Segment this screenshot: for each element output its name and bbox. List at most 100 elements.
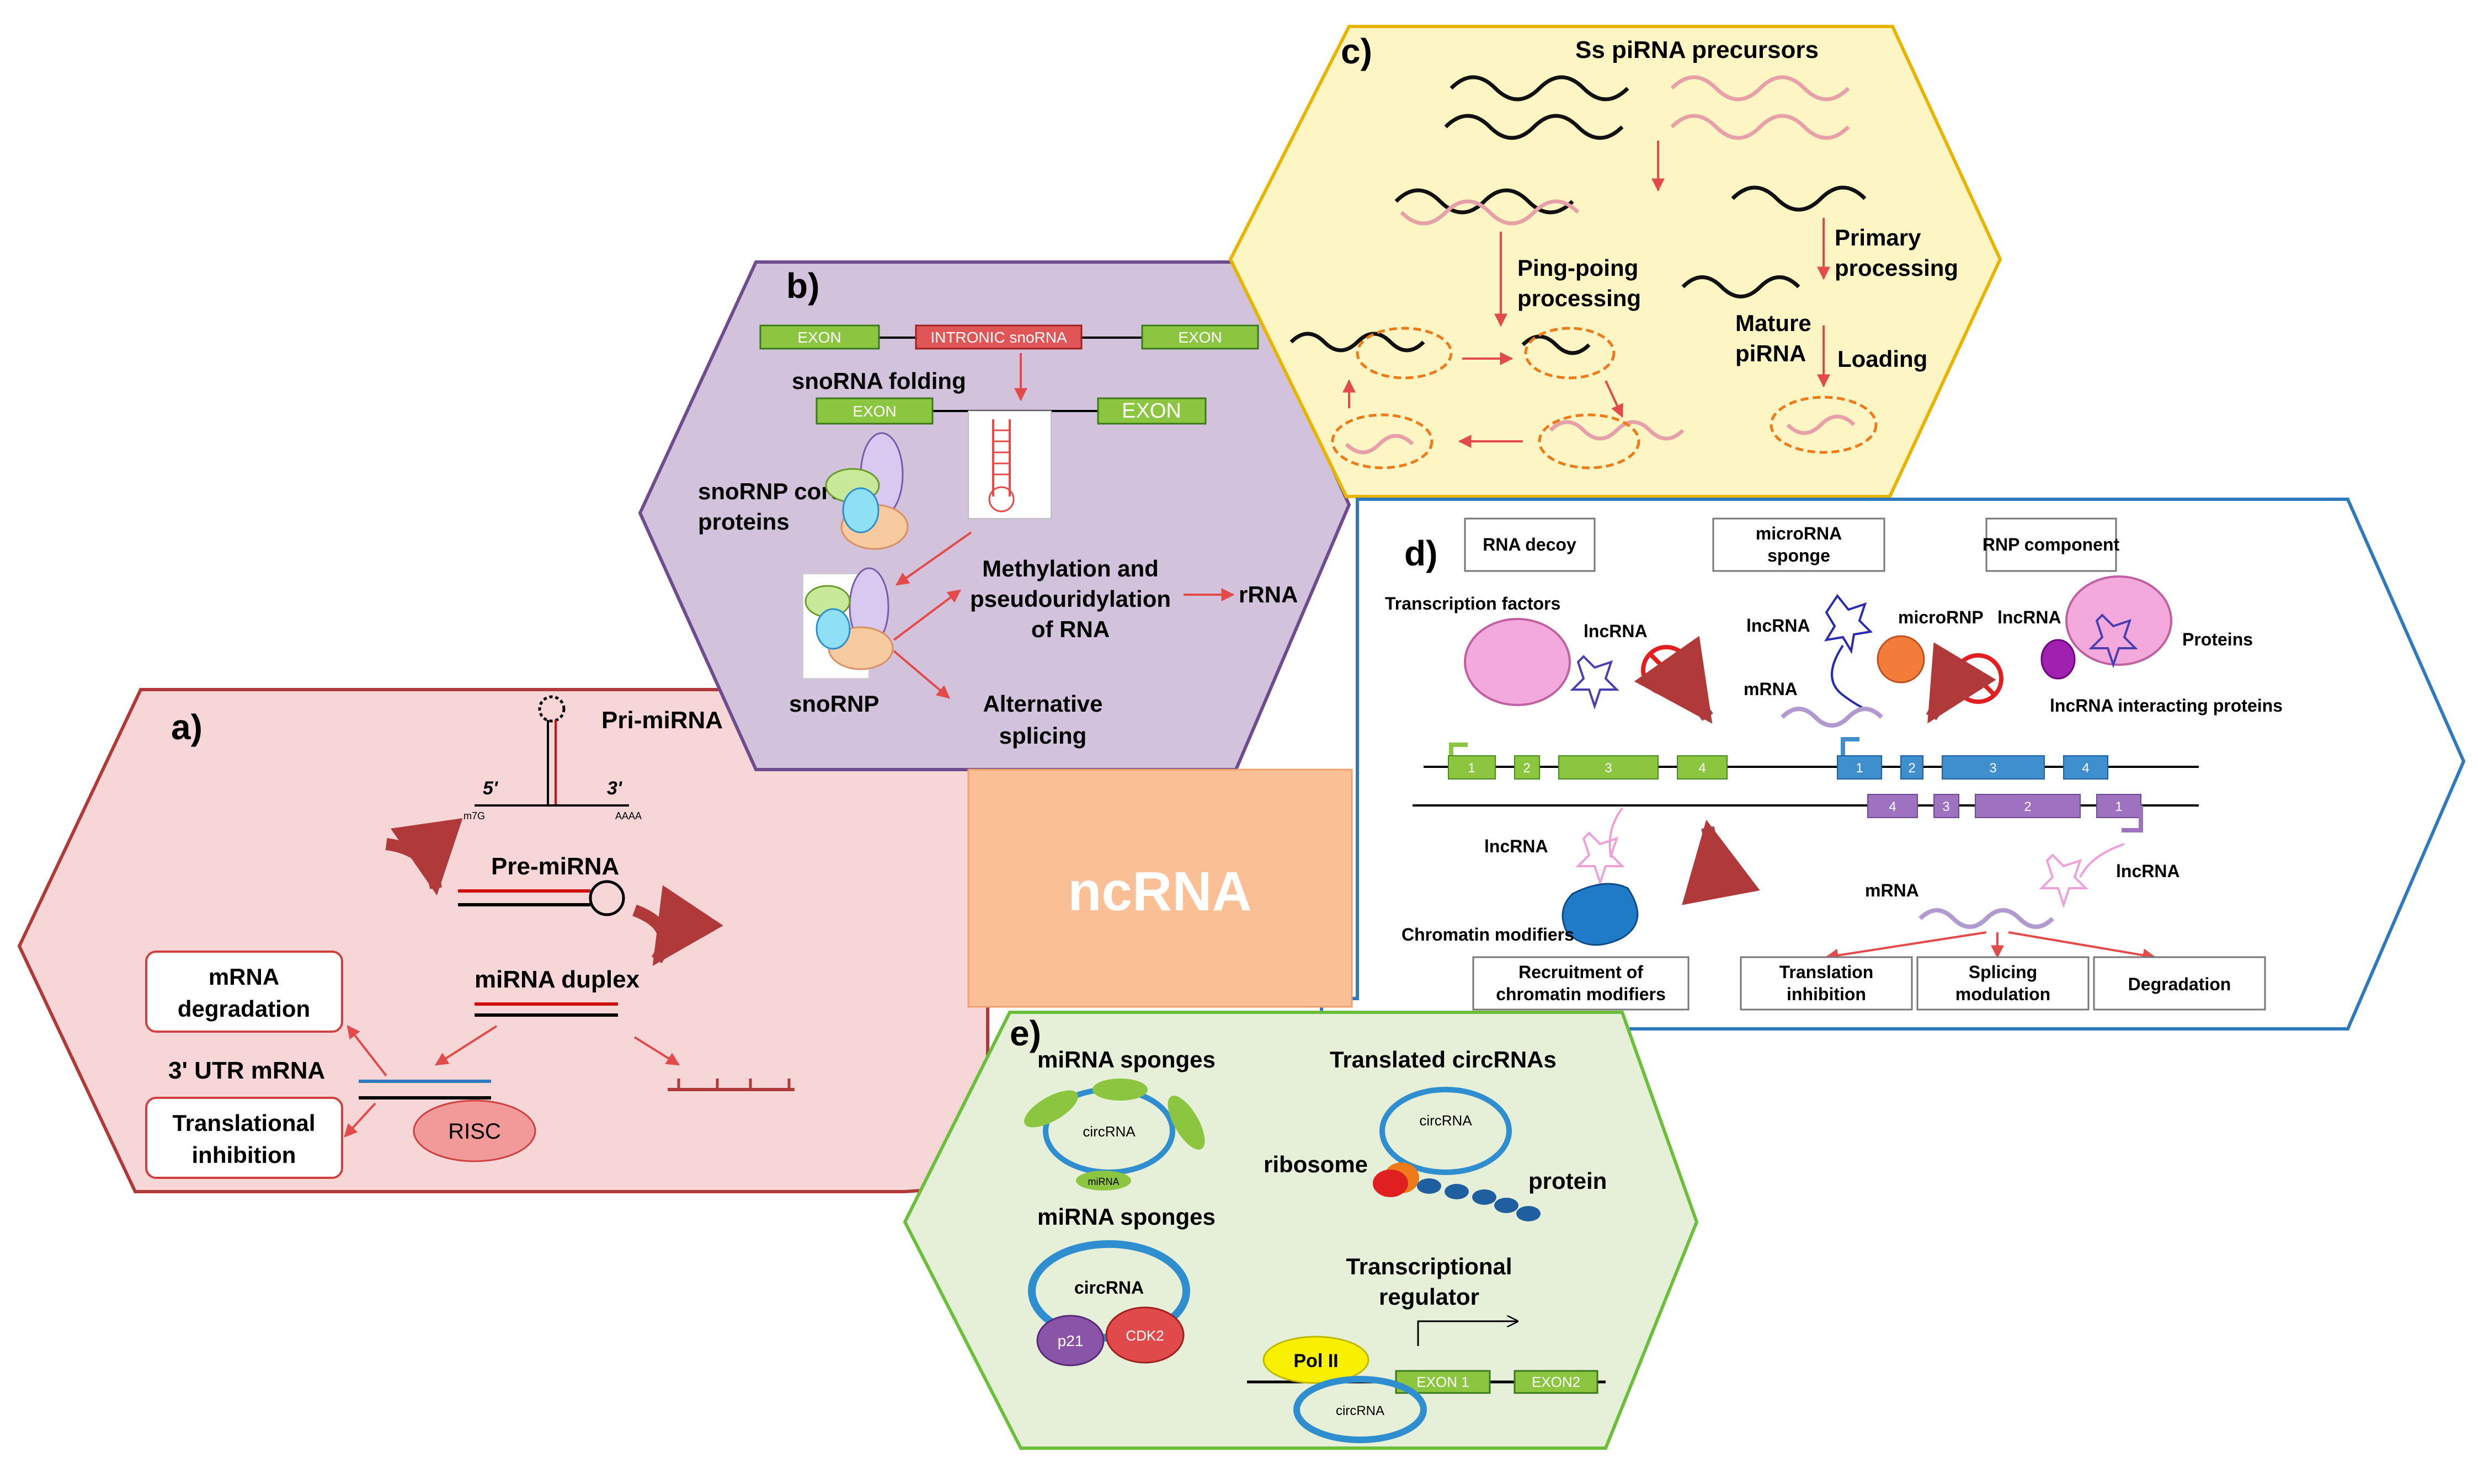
- exon-num-b-3: 3: [1942, 799, 1949, 814]
- pirna-pair-right: [1731, 185, 1867, 212]
- pri-mirna-hairpin: [475, 695, 629, 807]
- exon-num-tr-4: 4: [2082, 761, 2089, 776]
- exon-num-tr-3: 3: [1989, 761, 1996, 776]
- ping-poing-line2: processing: [1517, 285, 1641, 311]
- curved-arrow-d1: [1634, 636, 1713, 724]
- splicing-modulation-box: [1916, 956, 2090, 1011]
- exon-box-left: [759, 324, 880, 350]
- micrornp-label: microRNP: [1898, 607, 1984, 627]
- curved-arrow-d2: [1926, 642, 1996, 724]
- promoter-arrow-bottom: [2122, 805, 2143, 832]
- pri-mirna-label: Pri-miRNA: [601, 707, 723, 734]
- translational-inhibition-box: [145, 1097, 343, 1179]
- pre-mirna-structure: [458, 880, 625, 916]
- p21-label: p21: [1058, 1332, 1084, 1349]
- mature-line1: Mature: [1735, 310, 1811, 336]
- folded-snorna: [968, 410, 1052, 519]
- exon-box-2-right: [1097, 397, 1207, 425]
- circrna-label-2: circRNA: [1419, 1112, 1472, 1129]
- lncrna-star-icon-5: [2039, 843, 2125, 909]
- snorna-folding-label: snoRNA folding: [792, 368, 966, 394]
- recruitment-line2: chromatin modifiers: [1496, 984, 1666, 1004]
- exon1-label: EXON 1: [1416, 1374, 1469, 1390]
- panel-c: c) Ss piRNA precursors Ping-poing proces…: [1228, 25, 2002, 498]
- blocked-icon-1: [1641, 645, 1692, 696]
- mature-line2: piRNA: [1735, 340, 1806, 366]
- exons-top-right: [1837, 755, 2108, 780]
- recruitment-line1: Recruitment of: [1518, 962, 1643, 982]
- cap-label: m7G: [463, 810, 485, 821]
- exon-left-label: EXON: [797, 329, 841, 346]
- ss-pirna-title: Ss piRNA precursors: [1575, 36, 1819, 63]
- micrornp-icon: [1877, 635, 1925, 684]
- arrow-duplex-to-strand: [633, 1036, 680, 1066]
- curved-arrow-1: [385, 818, 463, 896]
- mrna-strand-1: [1781, 707, 1883, 728]
- curved-arrow-2: [632, 885, 723, 966]
- lncrna-label-5: lncRNA: [2116, 861, 2180, 881]
- intronic-label: INTRONIC snoRNA: [930, 329, 1067, 346]
- cdk2-label: CDK2: [1126, 1327, 1164, 1344]
- proteins-label: Proteins: [2182, 629, 2253, 649]
- snornp-core-line1: snoRNP core: [698, 478, 843, 504]
- mirna-duplex-structure: [475, 1002, 618, 1017]
- tf-protein-icon: [1464, 618, 1571, 706]
- exon-num-b-4: 4: [1889, 799, 1896, 814]
- curved-arrow-d3: [1682, 819, 1760, 905]
- translation-inhibition-line2: inhibition: [1787, 984, 1866, 1004]
- lncrna-star-icon-1: [1570, 655, 1619, 710]
- center-ncrna: ncRNA: [967, 768, 1353, 1008]
- circrna-label-4: circRNA: [1336, 1403, 1384, 1418]
- exons-top-left: [1448, 755, 1728, 780]
- exon-num-b-1: 1: [2115, 799, 2122, 814]
- panel-e: e) miRNA sponges circRNA miRNA Translate…: [903, 1011, 1699, 1450]
- snornp-label: snoRNP: [789, 691, 879, 717]
- circrna-sponge-icon-1: [1024, 1079, 1205, 1191]
- snornp-core-line2: proteins: [698, 509, 790, 535]
- rnp-small-protein: [2040, 639, 2076, 680]
- alternative-line2: splicing: [999, 723, 1087, 749]
- protein-label: protein: [1528, 1168, 1607, 1194]
- ping-poing-line1: Ping-poing: [1517, 255, 1638, 281]
- translation-inhibition-line1: Translation: [1779, 962, 1874, 982]
- degradation-box: [2093, 956, 2266, 1011]
- mrna-degradation-line1: mRNA: [209, 964, 279, 990]
- microrna-sponge-box: [1712, 517, 1885, 572]
- panel-c-hexagon: [1228, 25, 2002, 498]
- ribosome-label: ribosome: [1264, 1151, 1368, 1177]
- mature-pirna-strand: [1681, 275, 1800, 298]
- center-box: [967, 768, 1353, 1008]
- rrna-label: rRNA: [1239, 581, 1298, 607]
- rna-decoy-label: RNA decoy: [1483, 535, 1576, 554]
- three-prime-label: 3': [607, 778, 623, 799]
- alternative-line1: Alternative: [983, 691, 1102, 717]
- chromatin-modifiers-label: Chromatin modifiers: [1401, 925, 1574, 944]
- panel-a: a) Pri-miRNA 5' 3' m7G AAAA Pre-miRNA mi…: [17, 688, 989, 1193]
- mrna-degradation-line2: degradation: [178, 996, 310, 1022]
- arrow-to-degradation: [347, 1025, 387, 1077]
- mirna-sponges-label-2: miRNA sponges: [1037, 1204, 1216, 1230]
- panel-e-letter: e): [1010, 1013, 1041, 1053]
- lncrna-label-3: lncRNA: [1997, 607, 2061, 627]
- lncrna-label-2: lncRNA: [1746, 616, 1810, 636]
- primary-line1: Primary: [1835, 225, 1921, 250]
- arrow-to-translational: [344, 1102, 376, 1138]
- five-prime-label: 5': [483, 778, 499, 799]
- transcription-arrow: [1417, 1321, 1517, 1346]
- rnp-component-label: RNP component: [1983, 535, 2120, 554]
- risc-ellipse: [413, 1099, 536, 1162]
- utr-binding-structure: [359, 1080, 491, 1099]
- transcriptional-line2: regulator: [1379, 1284, 1479, 1310]
- exon-num-tl-4: 4: [1698, 761, 1706, 776]
- exon-2-right-label: EXON: [1122, 399, 1181, 423]
- rnp-protein-icon: [2065, 575, 2172, 666]
- exon2-box: [1514, 1370, 1598, 1394]
- exon-num-tl-3: 3: [1605, 761, 1612, 776]
- lncrna-star-icon-3: [2088, 613, 2138, 669]
- lncrna-label-4: lncRNA: [1484, 836, 1548, 856]
- mrna-label-2: mRNA: [1865, 880, 1919, 900]
- mrna-strand-2: [1919, 908, 2054, 929]
- exons-bottom: [1867, 794, 2141, 818]
- intronic-snorna-box: [915, 324, 1083, 350]
